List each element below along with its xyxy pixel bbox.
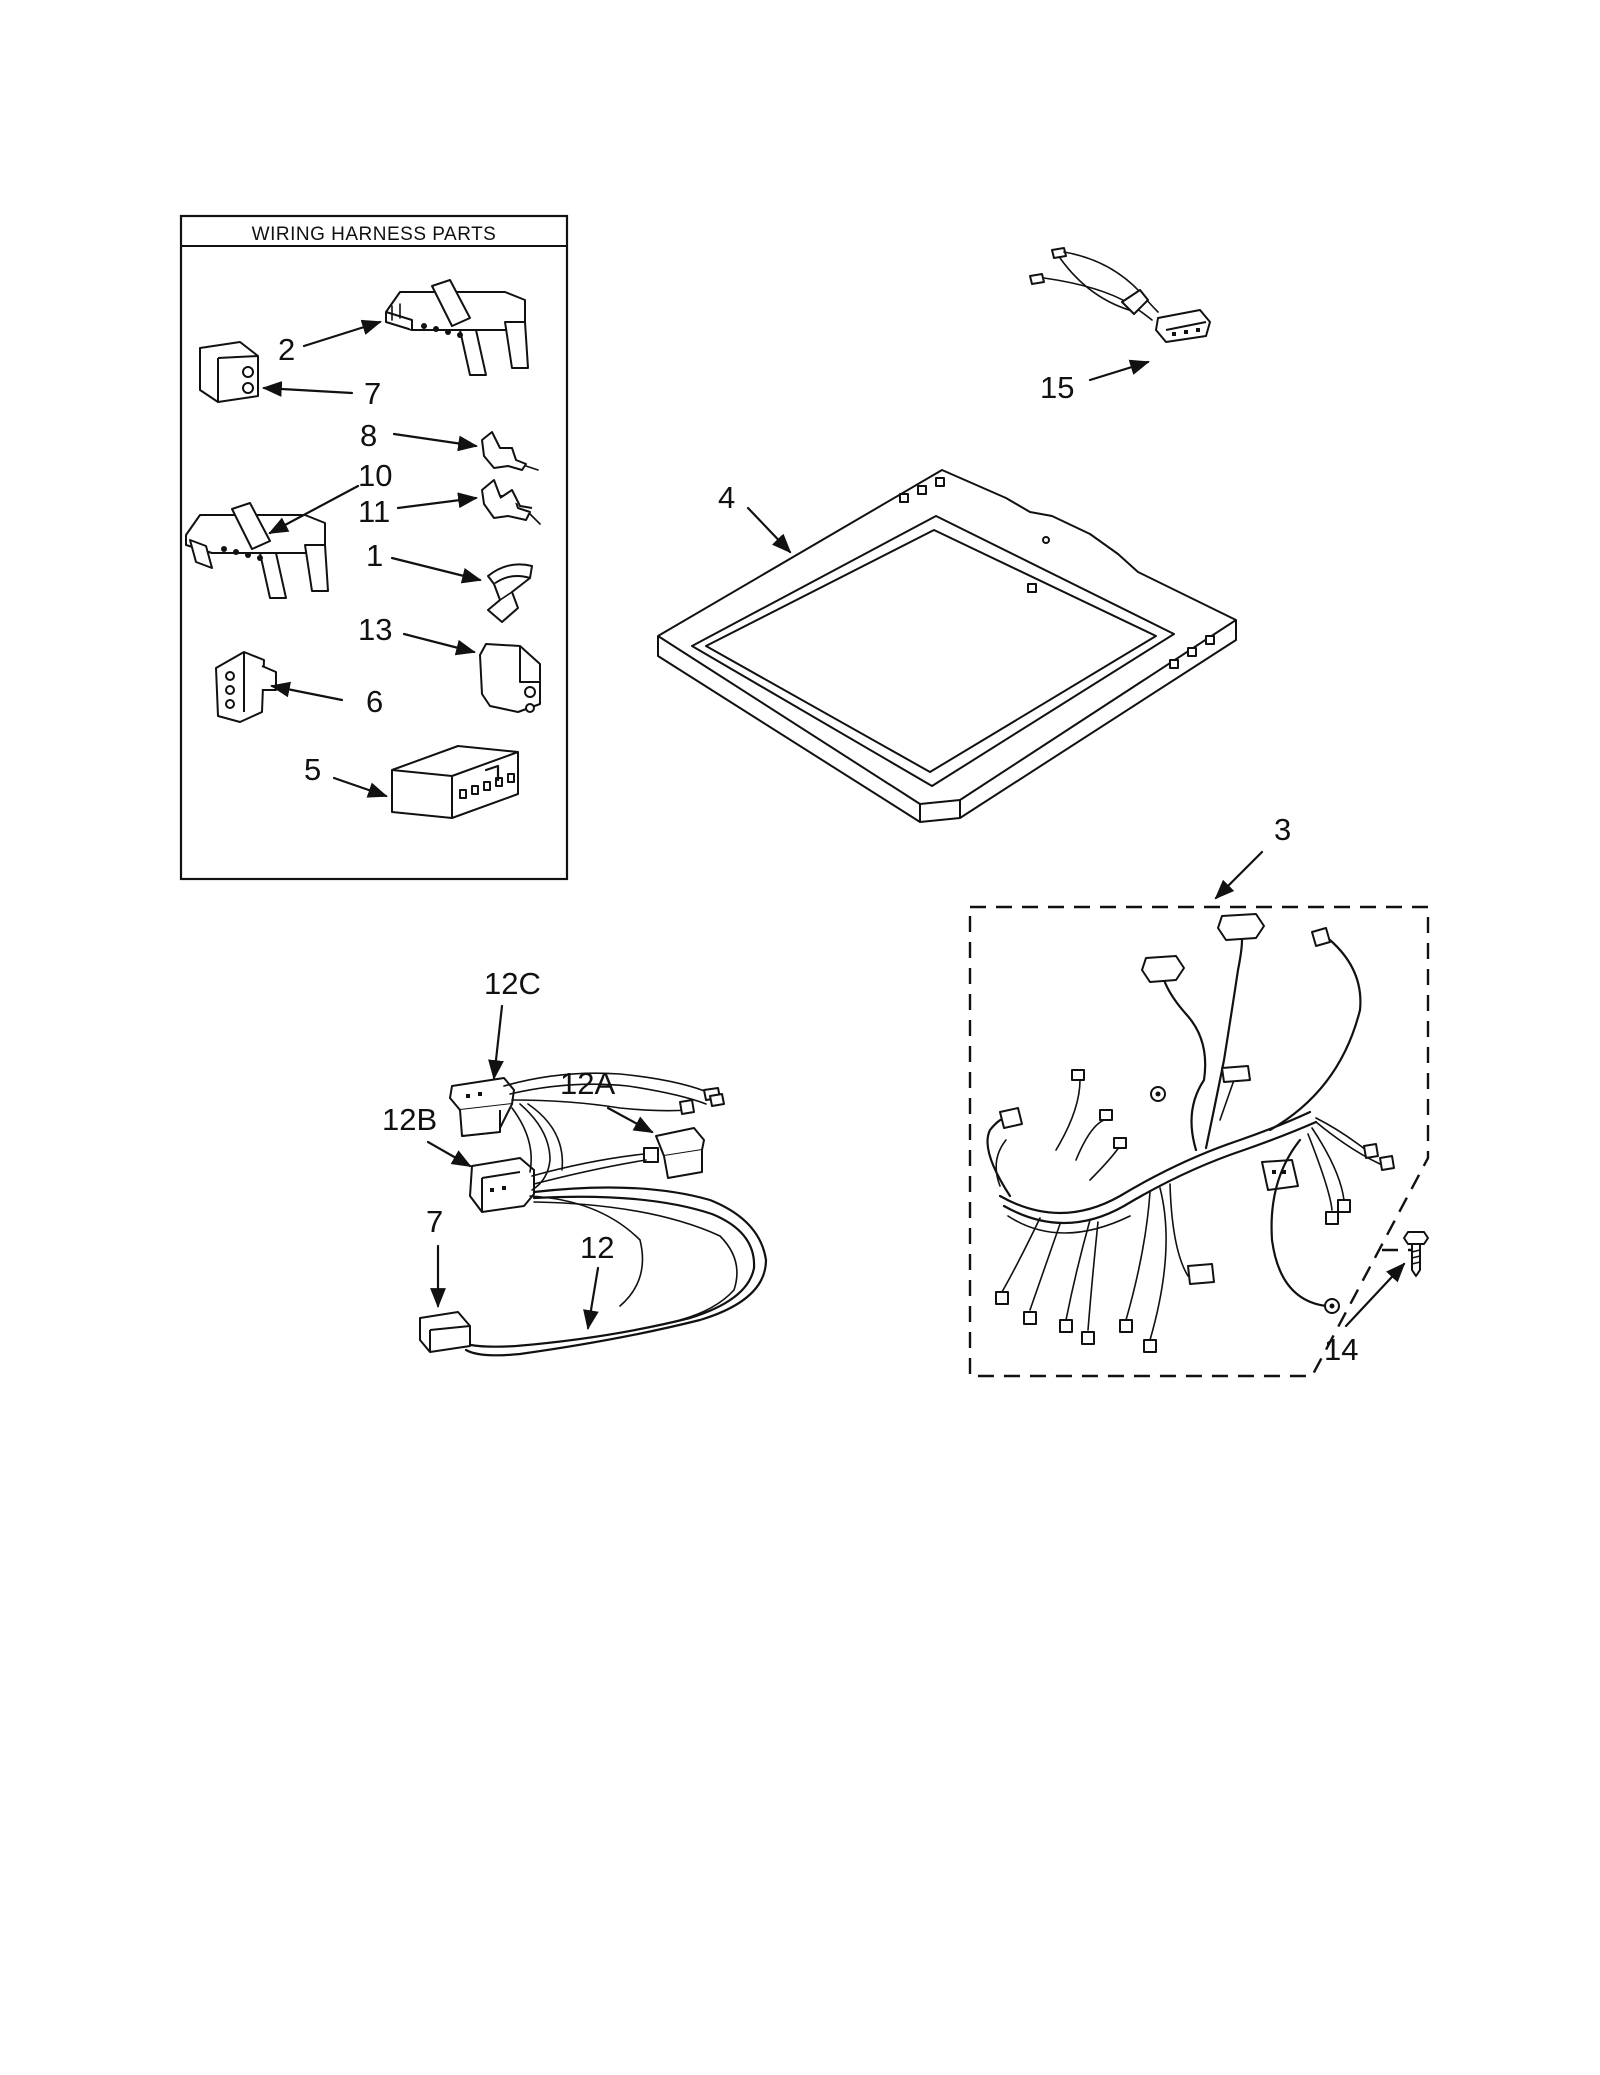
- label-1: 1: [366, 538, 383, 573]
- label-10: 10: [358, 458, 392, 493]
- label-12: 12: [580, 1230, 614, 1265]
- callout-12c: 12C: [484, 966, 541, 1080]
- label-13: 13: [358, 612, 392, 647]
- part-7-plug: [199, 341, 259, 403]
- callout-11: 11: [358, 492, 478, 529]
- label-7-harness: 7: [426, 1204, 443, 1239]
- part-15-small-harness: [1029, 247, 1211, 343]
- callout-8: 8: [360, 418, 478, 453]
- label-6: 6: [366, 684, 383, 719]
- callout-5: 5: [304, 752, 388, 798]
- part-2-connector-housing: [385, 279, 529, 376]
- part-5-connector: [391, 745, 519, 819]
- label-2: 2: [278, 332, 295, 367]
- label-12b: 12B: [382, 1102, 437, 1137]
- part-1-clip: [487, 563, 533, 623]
- callout-1: 1: [366, 538, 482, 584]
- callout-12a: 12A: [560, 1066, 654, 1134]
- callout-6: 6: [270, 681, 383, 719]
- callout-13: 13: [358, 612, 476, 656]
- callout-12: 12: [580, 1230, 614, 1330]
- callout-14: 14: [1324, 1262, 1406, 1367]
- callout-4: 4: [718, 480, 792, 554]
- callout-10: 10: [268, 458, 392, 535]
- label-12a: 12A: [560, 1066, 615, 1101]
- box-title: WIRING HARNESS PARTS: [252, 224, 497, 245]
- label-8: 8: [360, 418, 377, 453]
- label-14: 14: [1324, 1332, 1358, 1367]
- part-14-screw: [1403, 1231, 1429, 1277]
- label-4: 4: [718, 480, 735, 515]
- callout-3: 3: [1214, 812, 1291, 900]
- wiring-harness-parts-box: WIRING HARNESS PARTS: [179, 214, 569, 881]
- callout-2: 2: [278, 319, 382, 367]
- part-13-plug: [479, 643, 541, 713]
- part-12-lower-harness: [419, 1072, 768, 1357]
- part-10-connector-housing: [185, 502, 329, 599]
- label-5: 5: [304, 752, 321, 787]
- callout-12b: 12B: [382, 1102, 472, 1168]
- callout-7-harness: 7: [426, 1204, 446, 1308]
- part-11-terminal: [481, 479, 541, 525]
- label-15: 15: [1040, 370, 1074, 405]
- label-12c: 12C: [484, 966, 541, 1001]
- part-8-terminal: [481, 431, 539, 471]
- part-4-top-panel: [657, 469, 1237, 823]
- label-11: 11: [358, 494, 390, 529]
- callout-15: 15: [1040, 359, 1150, 405]
- part-3-main-harness: [968, 905, 1430, 1378]
- label-3: 3: [1274, 812, 1291, 847]
- part-6-connector: [215, 651, 277, 723]
- callout-7-box: 7: [262, 376, 381, 411]
- label-7-box: 7: [364, 376, 381, 411]
